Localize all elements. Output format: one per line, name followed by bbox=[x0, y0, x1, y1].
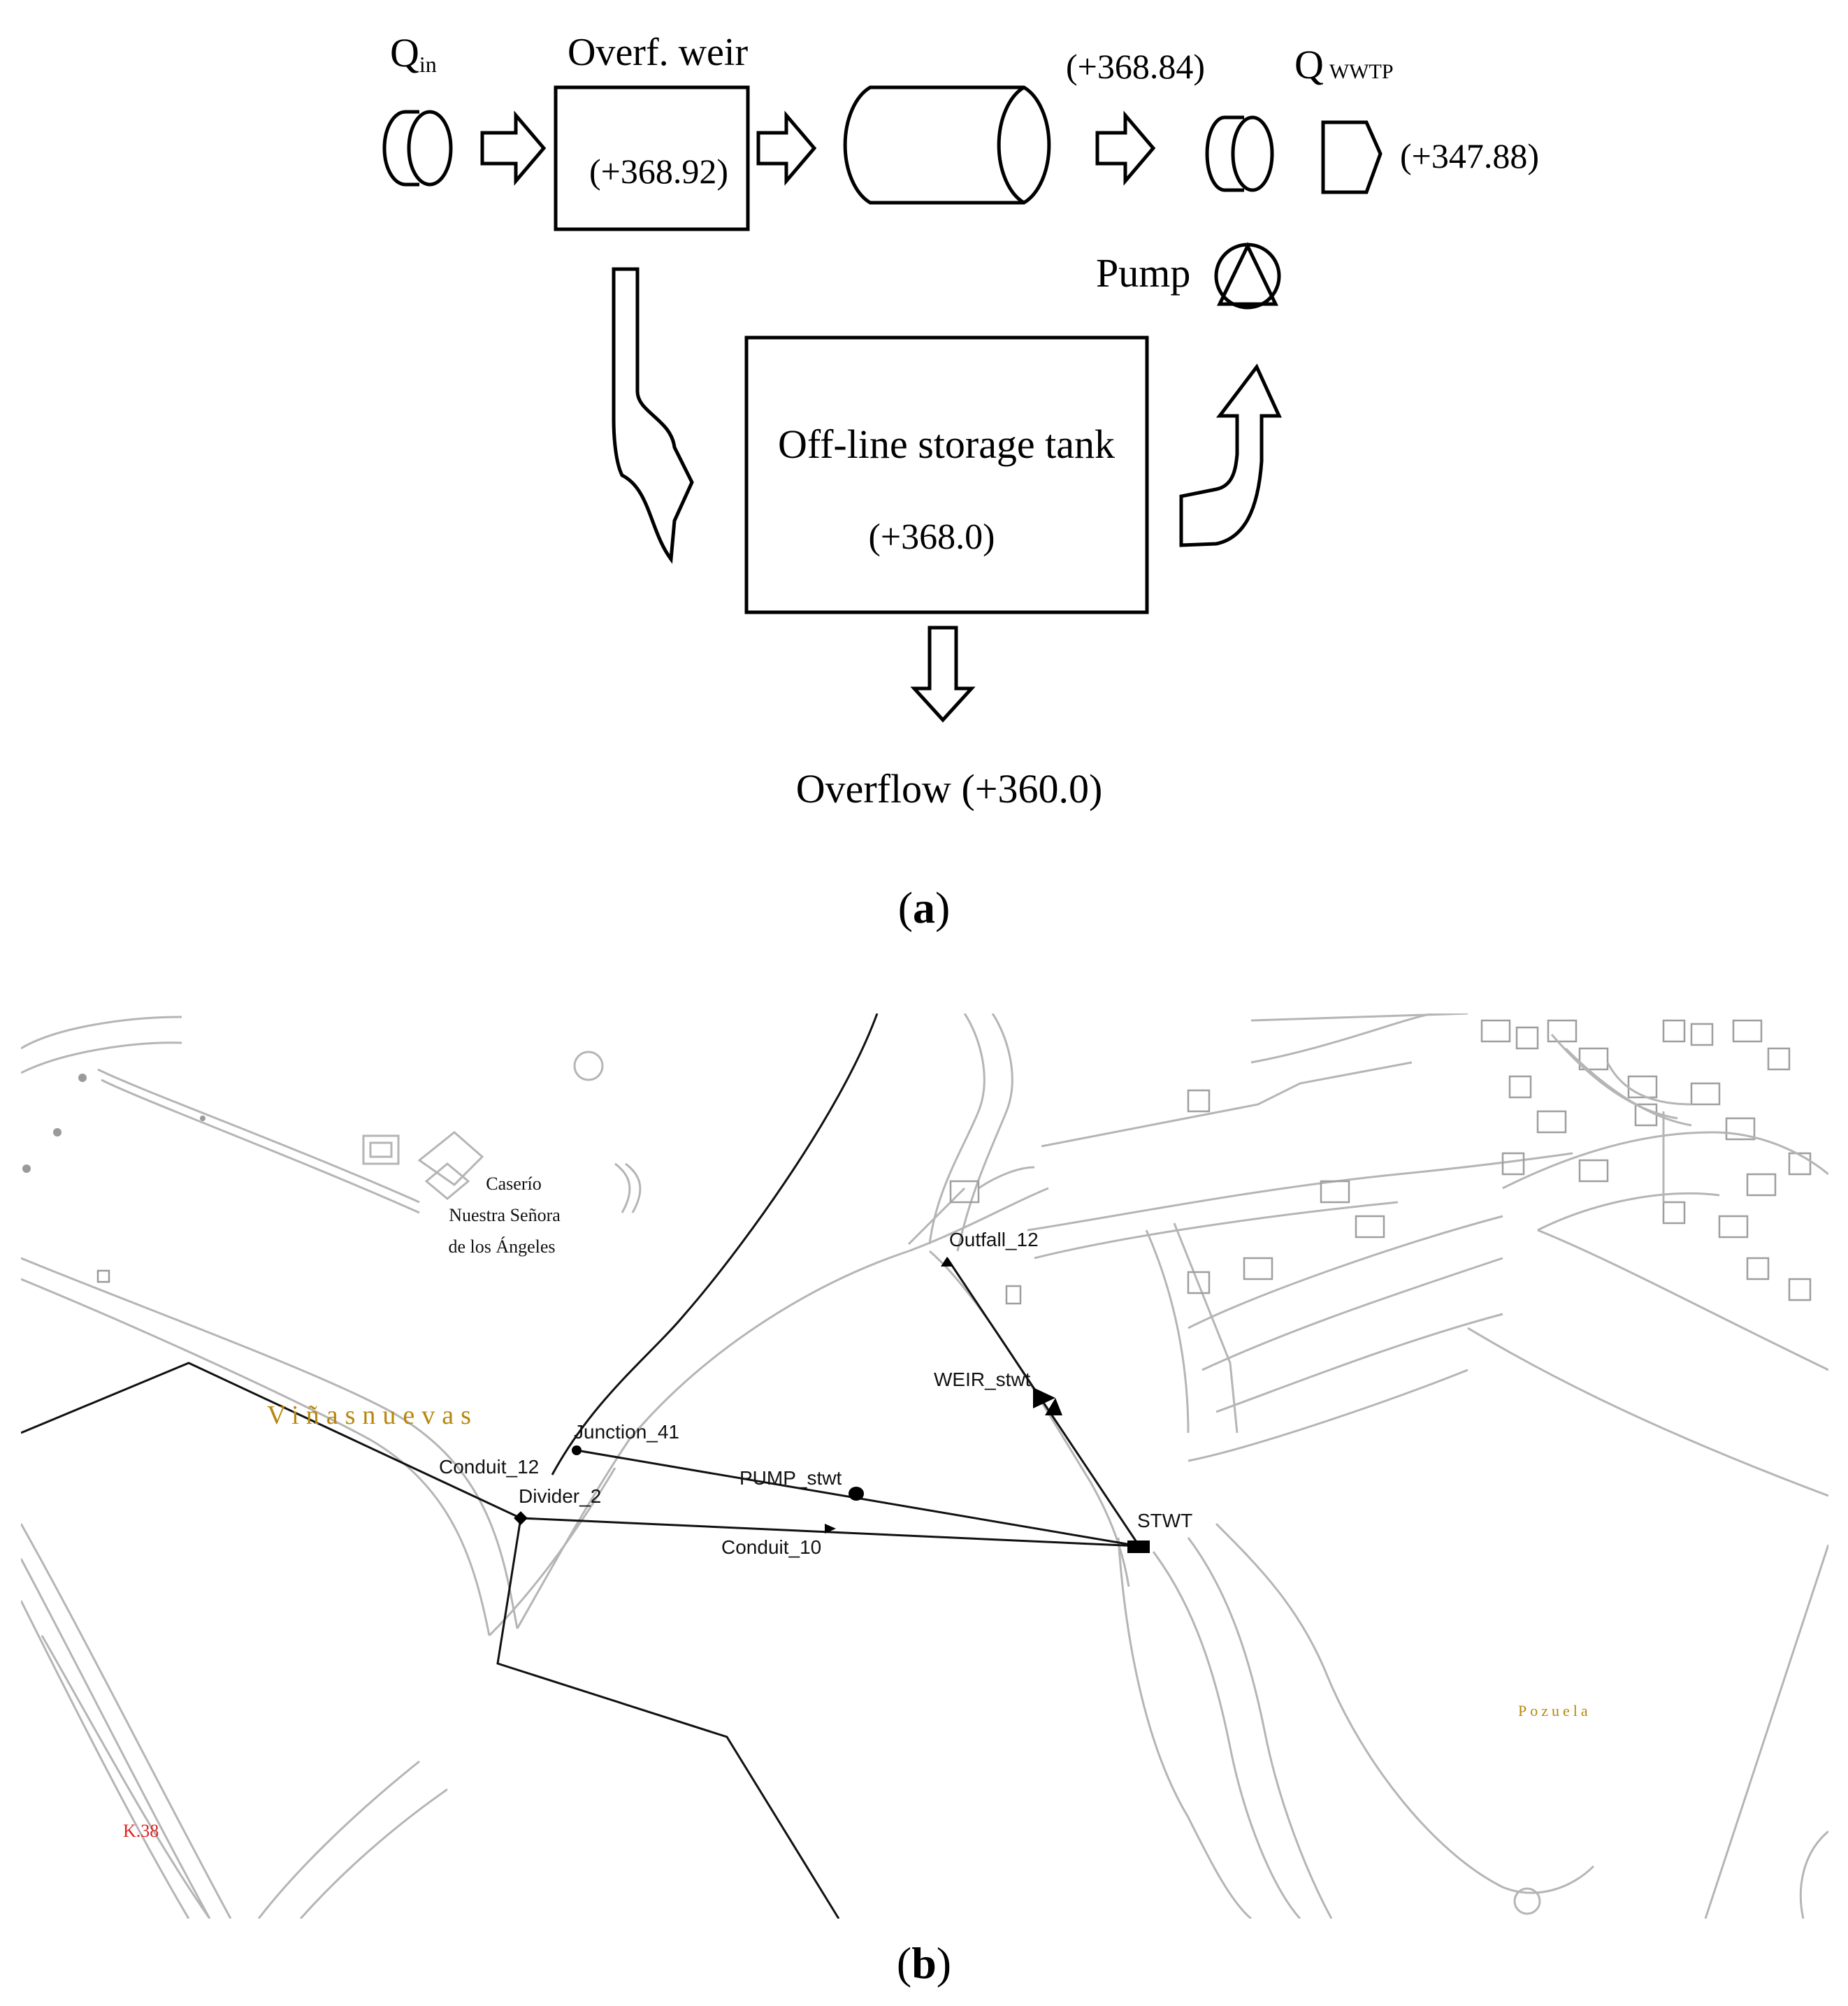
storage-tank-box bbox=[744, 335, 1149, 614]
arrow-right-icon bbox=[1095, 110, 1156, 186]
pump-icon bbox=[1214, 242, 1281, 310]
tank-title-label: Off-line storage tank bbox=[778, 421, 1115, 467]
caserio-line-1: Caserío bbox=[486, 1174, 541, 1194]
outfall-icon bbox=[1321, 120, 1383, 194]
weir-stwt-node[interactable] bbox=[1033, 1387, 1062, 1415]
curved-arrow-up-icon bbox=[1179, 363, 1282, 547]
weir-stwt-label: WEIR_stwt bbox=[934, 1369, 1031, 1390]
q-in-cylinder-icon bbox=[382, 110, 453, 187]
caption-a: (a) bbox=[898, 883, 951, 932]
outfall-12-node[interactable] bbox=[941, 1257, 953, 1267]
arrow-right-icon bbox=[756, 110, 817, 186]
tank-level-label: (+368.0) bbox=[869, 517, 995, 557]
caserio-line-3: de los Ángeles bbox=[448, 1236, 555, 1257]
junction-41-node[interactable] bbox=[572, 1445, 582, 1455]
outfall-level-label: (+347.88) bbox=[1400, 136, 1539, 175]
curved-arrow-down-icon bbox=[612, 267, 694, 564]
junction-41-label: Junction_41 bbox=[574, 1421, 679, 1443]
pump-stwt-label: PUMP_stwt bbox=[739, 1467, 842, 1489]
arrow-right-icon bbox=[480, 110, 547, 186]
weir-level-label: (+368.92) bbox=[589, 152, 728, 191]
overf-weir-label: Overf. weir bbox=[568, 31, 748, 74]
sewer-network bbox=[21, 1013, 1141, 1919]
stwt-label: STWT bbox=[1137, 1510, 1192, 1531]
map-background bbox=[21, 1013, 1828, 1919]
pump-stwt-node[interactable] bbox=[849, 1487, 864, 1501]
outfall-12-label: Outfall_12 bbox=[949, 1229, 1039, 1250]
conduit-level-label: (+368.84) bbox=[1066, 47, 1205, 86]
overflow-label: Overflow (+360.0) bbox=[796, 766, 1103, 811]
k38-label: K.38 bbox=[123, 1821, 159, 1841]
panel-b-map bbox=[21, 1013, 1828, 1919]
pozuela-label: Pozuela bbox=[1518, 1702, 1591, 1719]
caserio-line-2: Nuestra Señora bbox=[449, 1205, 561, 1225]
map-marker-icons bbox=[22, 1074, 205, 1173]
caption-b: (b) bbox=[897, 1938, 951, 1988]
stwt-node[interactable] bbox=[1127, 1540, 1150, 1553]
flow-direction-arrow-icon bbox=[825, 1524, 836, 1534]
conduit-10-label: Conduit_10 bbox=[721, 1536, 821, 1558]
map-square-icon bbox=[96, 1269, 110, 1283]
arrow-down-icon bbox=[910, 626, 976, 723]
wet-well-cylinder-icon bbox=[1205, 115, 1274, 192]
divider-2-label: Divider_2 bbox=[519, 1485, 601, 1507]
pump-label: Pump bbox=[1096, 250, 1190, 296]
q-in-label: Qin bbox=[390, 30, 437, 77]
conduit-12-label: Conduit_12 bbox=[439, 1456, 539, 1478]
conduit-cylinder-icon bbox=[843, 85, 1051, 205]
overflow-weir-box bbox=[554, 85, 750, 231]
divider-2-node[interactable] bbox=[514, 1511, 528, 1525]
vinasnuevas-label: Viñasnuevas bbox=[267, 1401, 478, 1430]
panel-a bbox=[382, 85, 1383, 723]
